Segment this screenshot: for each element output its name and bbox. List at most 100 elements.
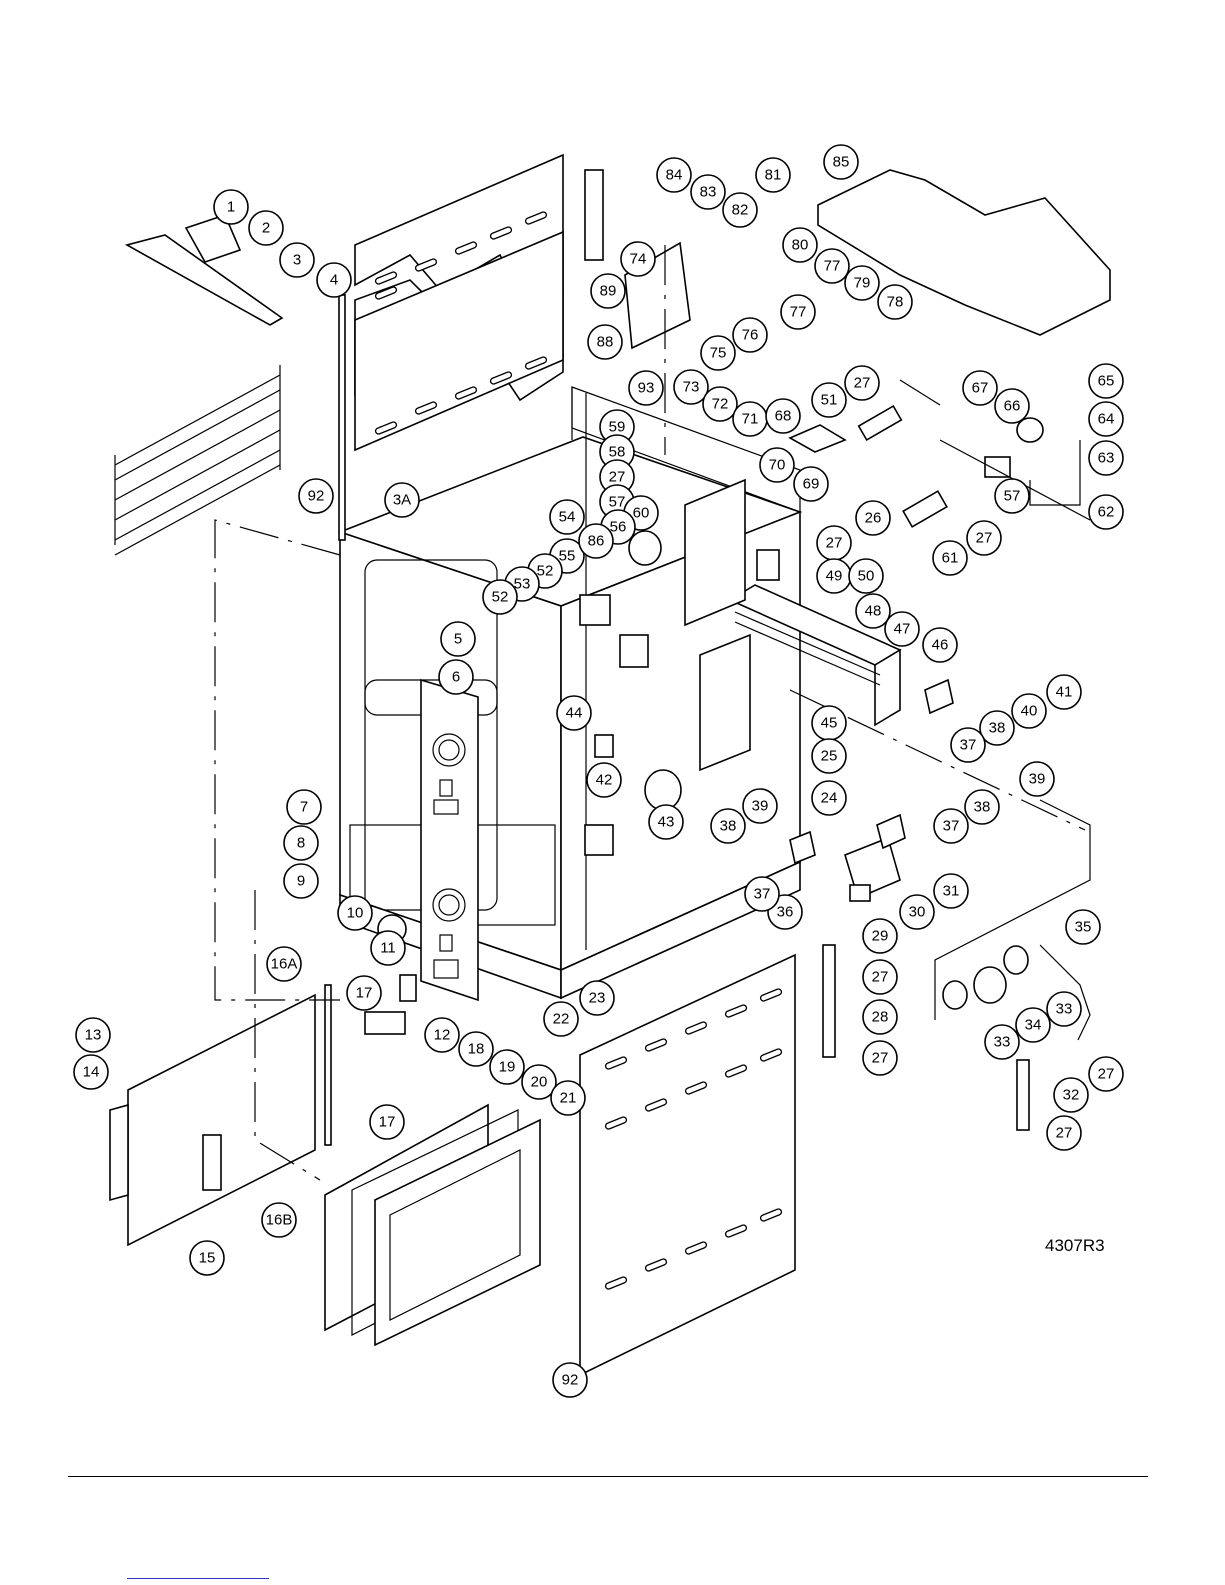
callout-label: 37	[943, 818, 960, 835]
callout-label: 47	[894, 621, 911, 638]
callout-39: 39	[1019, 761, 1055, 797]
callout-label: 38	[720, 818, 737, 835]
side-panel-louvers	[604, 988, 783, 1290]
callout-22: 22	[543, 1001, 579, 1037]
callout-61: 61	[932, 540, 968, 576]
callout-label: 41	[1056, 684, 1073, 701]
callout-label: 53	[514, 576, 531, 593]
callout-label: 72	[712, 396, 729, 413]
callout-circle	[552, 1362, 588, 1398]
callout-37: 37	[933, 808, 969, 844]
door-assembly	[109, 993, 541, 1347]
callout-50: 50	[848, 558, 884, 594]
callout-circle	[424, 1017, 460, 1053]
callout-label: 48	[865, 603, 882, 620]
callout-circle	[587, 324, 623, 360]
callout-circle	[855, 500, 891, 536]
callout-92: 92	[552, 1362, 588, 1398]
side-louvered-panel	[579, 953, 796, 1377]
callout-label: 92	[308, 488, 325, 505]
callout-33: 33	[1046, 991, 1082, 1027]
callout-circle	[759, 447, 795, 483]
terminal-block	[584, 824, 614, 856]
callout-circle	[966, 520, 1002, 556]
callout-circle	[700, 335, 736, 371]
callout-circle	[744, 876, 780, 912]
callout-label: 50	[858, 568, 875, 585]
callout-67: 67	[962, 370, 998, 406]
callout-label: 39	[1029, 771, 1046, 788]
callout-label: 27	[854, 375, 871, 392]
callout-label: 77	[790, 304, 807, 321]
callout-label: 54	[559, 509, 576, 526]
solenoid-valve	[844, 836, 901, 902]
callout-54: 54	[549, 499, 585, 535]
callout-circle	[283, 825, 319, 861]
callout-label: 78	[887, 294, 904, 311]
callout-circle	[862, 1040, 898, 1076]
callout-93: 93	[628, 370, 664, 406]
callout-49: 49	[816, 558, 852, 594]
callout-86: 86	[578, 523, 614, 559]
callout-label: 55	[559, 548, 576, 565]
callout-circle	[1088, 494, 1124, 530]
callout-circle	[765, 398, 801, 434]
callout-33: 33	[984, 1024, 1020, 1060]
callout-16A: 16A	[266, 946, 302, 982]
callout-label: 69	[803, 476, 820, 493]
callout-circle	[962, 370, 998, 406]
heating-element	[728, 584, 902, 727]
callout-78: 78	[877, 284, 913, 320]
callout-label: 18	[468, 1041, 485, 1058]
callout-label: 39	[752, 798, 769, 815]
steam-block-lower	[699, 633, 751, 772]
callout-63: 63	[1088, 440, 1124, 476]
callout-label: 84	[666, 167, 683, 184]
callout-label: 52	[492, 589, 509, 606]
callout-label: 83	[700, 184, 717, 201]
footer-link-underline[interactable]	[127, 1578, 269, 1579]
callout-71: 71	[732, 401, 768, 437]
callout-label: 21	[560, 1090, 577, 1107]
callout-21: 21	[550, 1080, 586, 1116]
callout-circle	[213, 189, 249, 225]
callout-label: 85	[833, 154, 850, 171]
hose-32	[1016, 1059, 1030, 1131]
callout-7: 7	[286, 789, 322, 825]
callout-circle	[1046, 991, 1082, 1027]
callout-label: 34	[1025, 1017, 1042, 1034]
callout-label: 40	[1021, 703, 1038, 720]
callout-circle	[884, 611, 920, 647]
steam-block-upper	[684, 478, 746, 627]
callout-label: 36	[777, 904, 794, 921]
hose-35	[1039, 944, 1091, 1041]
callout-27: 27	[966, 520, 1002, 556]
callout-59: 59	[599, 409, 635, 445]
callout-15: 15	[189, 1240, 225, 1276]
callout-circle	[780, 294, 816, 330]
callout-label: 80	[792, 237, 809, 254]
callout-circle	[732, 317, 768, 353]
callout-label: 13	[85, 1027, 102, 1044]
callout-label: 20	[531, 1074, 548, 1091]
callout-circle	[823, 144, 859, 180]
callout-20: 20	[521, 1064, 557, 1100]
callout-label: 45	[821, 715, 838, 732]
callout-57: 57	[994, 478, 1030, 514]
callout-37: 37	[950, 727, 986, 763]
callout-label: 89	[600, 283, 617, 300]
callout-80: 80	[782, 227, 818, 263]
callout-label: 46	[932, 637, 949, 654]
callout-label: 60	[633, 505, 650, 522]
callout-label: 68	[775, 408, 792, 425]
callout-circle	[438, 659, 474, 695]
callout-circle	[620, 241, 656, 277]
rocker-switch	[399, 974, 417, 1002]
hose-62	[1029, 440, 1081, 506]
callout-label: 70	[769, 457, 786, 474]
callout-79: 79	[844, 265, 880, 301]
callout-label: 52	[537, 563, 554, 580]
callout-circle	[384, 482, 420, 518]
callout-68: 68	[765, 398, 801, 434]
callout-27: 27	[1088, 1056, 1124, 1092]
